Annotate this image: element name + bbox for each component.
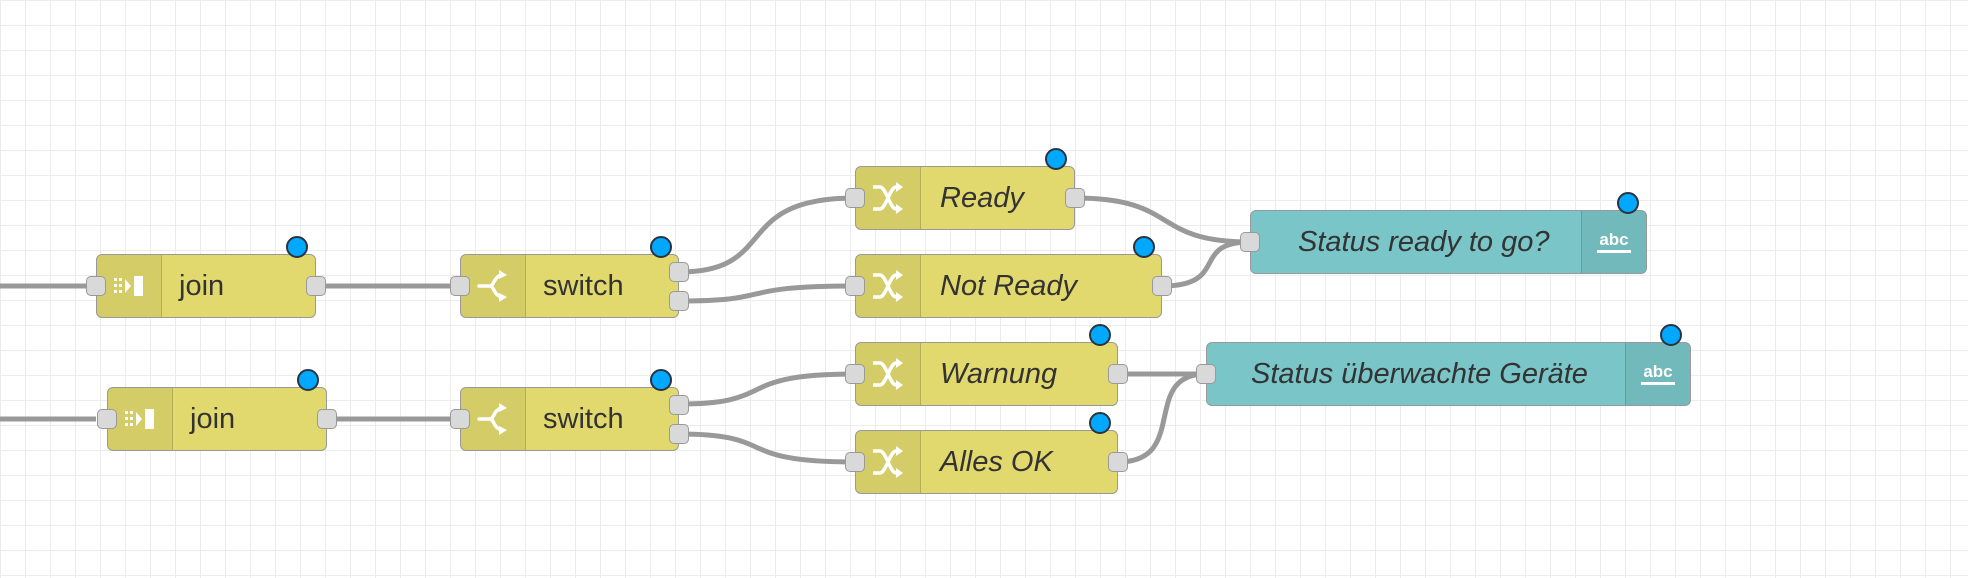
abc-text-icon: abc: [1581, 211, 1646, 273]
join-node-1-changed-indicator: [286, 236, 308, 258]
join-node-2-label: join: [190, 402, 236, 435]
wire-switch-2-to-alles-ok[interactable]: [678, 431, 856, 465]
change-node-not-ready-input-port[interactable]: [845, 276, 865, 296]
svg-text:abc: abc: [1599, 230, 1628, 249]
text-node-status-geraete-changed-indicator: [1660, 324, 1682, 346]
join-icon: [97, 255, 162, 317]
switch-node-2[interactable]: switch: [450, 369, 689, 451]
change-icon: [856, 255, 921, 317]
change-node-warnung-input-port[interactable]: [845, 364, 865, 384]
change-node-not-ready-output-port[interactable]: [1152, 276, 1172, 296]
change-node-ready-changed-indicator: [1045, 148, 1067, 170]
change-node-warnung-label: Warnung: [940, 357, 1058, 390]
change-node-warnung-output-port[interactable]: [1108, 364, 1128, 384]
join-node-2[interactable]: join: [97, 369, 337, 451]
wire-switch-1-to-ready[interactable]: [678, 195, 856, 275]
switch-node-1[interactable]: switch: [450, 236, 689, 318]
switch-node-1-input-port[interactable]: [450, 276, 470, 296]
switch-icon: [461, 388, 526, 450]
join-node-2-input-port[interactable]: [97, 409, 117, 429]
change-icon: [856, 431, 921, 493]
join-node-1-input-port[interactable]: [86, 276, 106, 296]
join-node-2-output-port[interactable]: [317, 409, 337, 429]
wire-alles-ok-to-status-geraete[interactable]: [1117, 371, 1207, 465]
change-node-ready[interactable]: Ready: [845, 148, 1085, 230]
join-node-1-label: join: [179, 269, 225, 302]
change-node-not-ready[interactable]: Not Ready: [845, 236, 1172, 318]
change-icon: [856, 343, 921, 405]
text-node-status-ready[interactable]: Status ready to go? abc: [1240, 192, 1647, 274]
change-node-not-ready-label: Not Ready: [940, 269, 1078, 302]
change-node-alles-ok-changed-indicator: [1089, 412, 1111, 434]
join-icon: [108, 388, 173, 450]
text-node-status-ready-label: Status ready to go?: [1298, 225, 1550, 258]
join-node-1[interactable]: join: [86, 236, 326, 318]
join-node-1-output-port[interactable]: [306, 276, 326, 296]
abc-text-icon: abc: [1625, 343, 1690, 405]
change-icon: [856, 167, 921, 229]
switch-node-1-output-port-2[interactable]: [669, 291, 689, 311]
switch-node-1-label: switch: [543, 269, 624, 302]
change-node-alles-ok-output-port[interactable]: [1108, 452, 1128, 472]
switch-node-2-label: switch: [543, 402, 624, 435]
change-node-warnung-changed-indicator: [1089, 324, 1111, 346]
svg-text:abc: abc: [1643, 362, 1672, 381]
switch-node-2-changed-indicator: [650, 369, 672, 391]
change-node-alles-ok-input-port[interactable]: [845, 452, 865, 472]
change-node-warnung[interactable]: Warnung: [845, 324, 1128, 406]
text-node-status-ready-input-port[interactable]: [1240, 232, 1260, 252]
wire-switch-1-to-not-ready[interactable]: [678, 283, 856, 304]
switch-icon: [461, 255, 526, 317]
switch-node-1-changed-indicator: [650, 236, 672, 258]
change-node-ready-input-port[interactable]: [845, 188, 865, 208]
text-node-status-geraete[interactable]: Status überwachte Geräte abc: [1196, 324, 1691, 406]
change-node-ready-output-port[interactable]: [1065, 188, 1085, 208]
text-node-status-ready-changed-indicator: [1617, 192, 1639, 214]
text-node-status-geraete-label: Status überwachte Geräte: [1251, 357, 1588, 390]
wire-not-ready-to-status-ready[interactable]: [1161, 239, 1251, 289]
switch-node-2-input-port[interactable]: [450, 409, 470, 429]
wire-ready-to-status-ready[interactable]: [1074, 195, 1251, 245]
switch-node-2-output-port-1[interactable]: [669, 395, 689, 415]
text-node-status-geraete-input-port[interactable]: [1196, 364, 1216, 384]
change-node-not-ready-changed-indicator: [1133, 236, 1155, 258]
change-node-ready-label: Ready: [940, 181, 1024, 214]
change-node-alles-ok[interactable]: Alles OK: [845, 412, 1128, 494]
switch-node-2-output-port-2[interactable]: [669, 424, 689, 444]
change-node-alles-ok-label: Alles OK: [940, 445, 1053, 478]
switch-node-1-output-port-1[interactable]: [669, 262, 689, 282]
wire-switch-2-to-warnung[interactable]: [678, 371, 856, 407]
join-node-2-changed-indicator: [297, 369, 319, 391]
